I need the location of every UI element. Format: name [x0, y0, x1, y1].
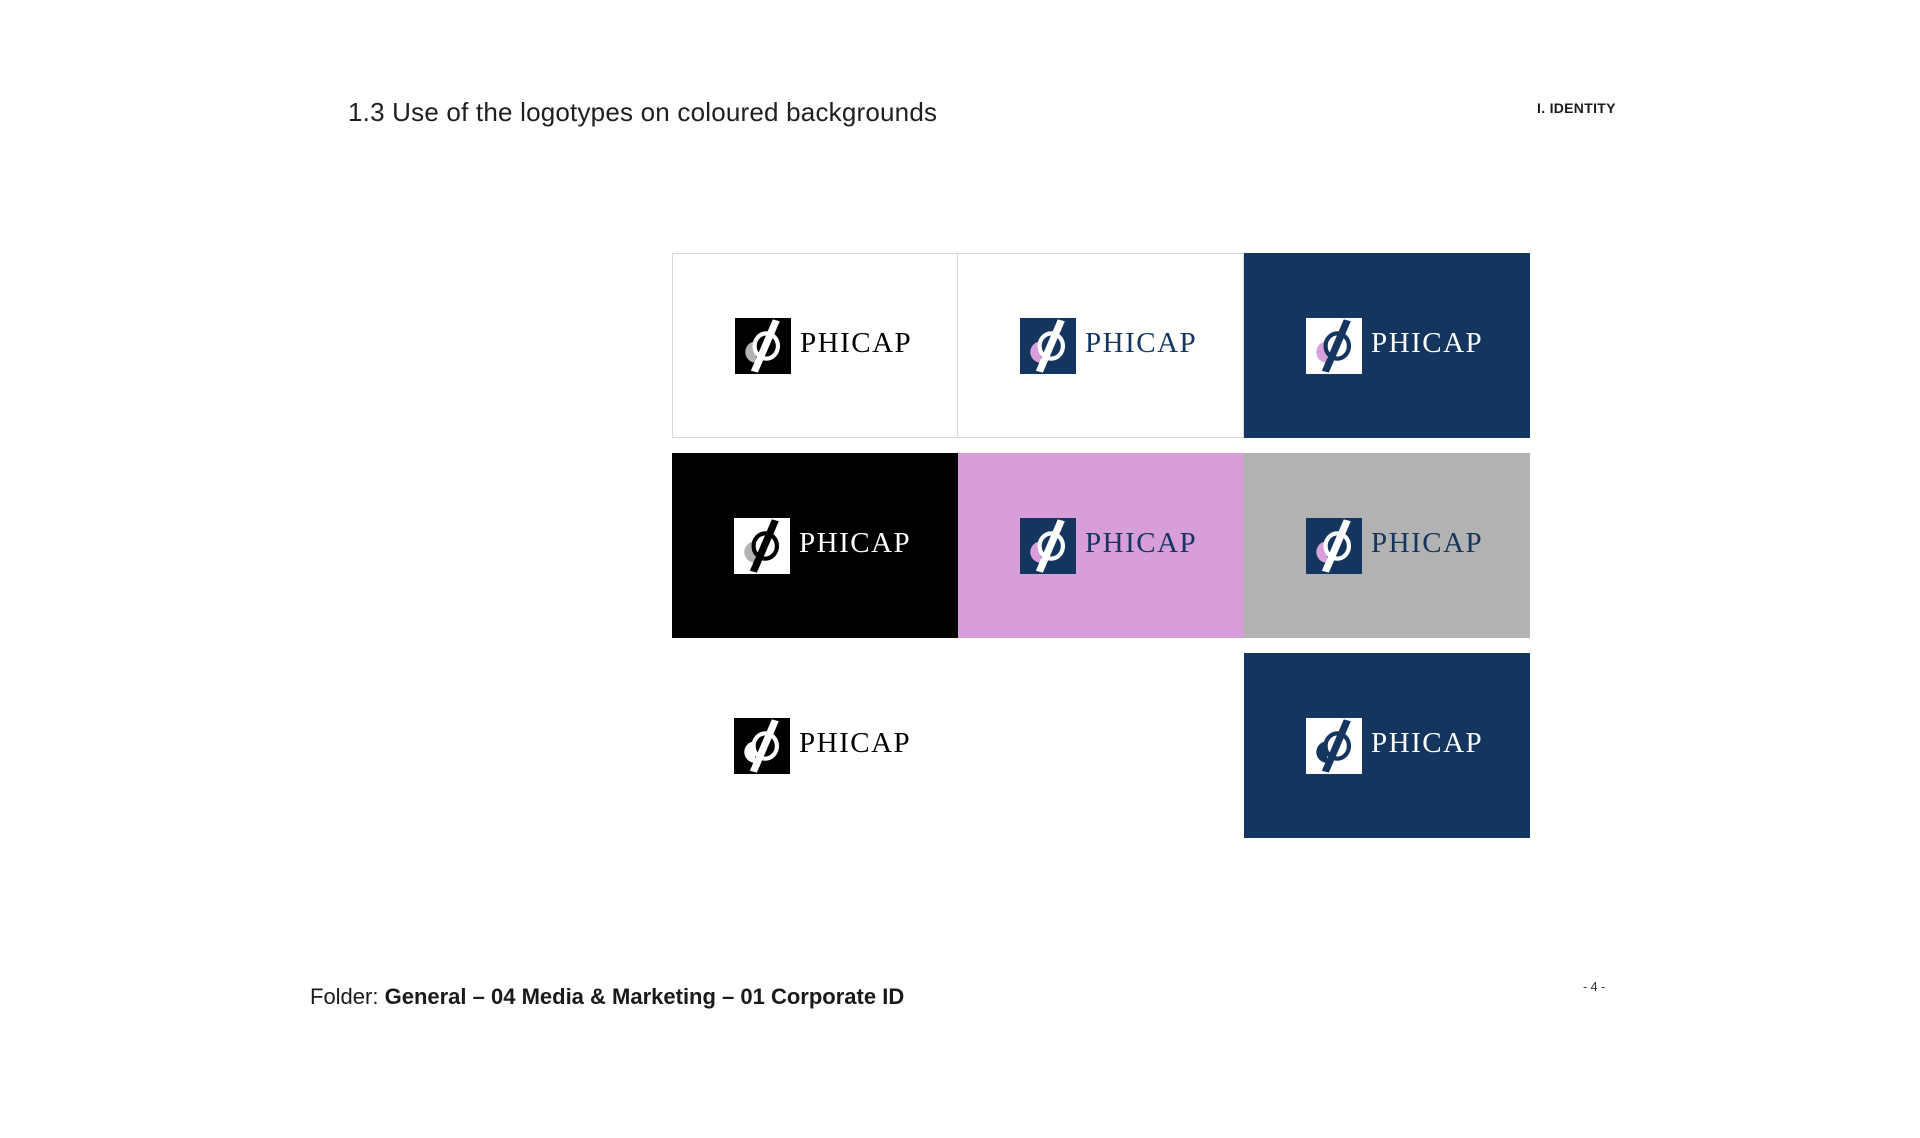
- phi-monogram-icon: [1020, 317, 1076, 374]
- logo-lockup: PHICAP: [1244, 453, 1530, 638]
- wordmark: PHICAP: [1371, 727, 1484, 759]
- logo-lockup: PHICAP: [673, 254, 957, 437]
- wordmark: PHICAP: [799, 727, 912, 759]
- phi-bowl: [752, 330, 781, 361]
- phi-stem: [749, 718, 779, 773]
- logo-swatch-monochrome-navy-reversed: PHICAP: [1244, 653, 1530, 838]
- logo-lockup: PHICAP: [1244, 653, 1530, 838]
- page-number: - 4 -: [1583, 980, 1606, 994]
- footer-folder-label: Folder:: [310, 984, 385, 1009]
- phi-bowl: [751, 530, 780, 561]
- phi-stem: [1321, 518, 1351, 573]
- phi-bowl: [1323, 530, 1352, 561]
- logo-lockup: PHICAP: [672, 653, 958, 838]
- phi-bowl: [1323, 730, 1352, 761]
- logo-swatch-navy-on-pink: PHICAP: [958, 453, 1244, 638]
- logo-lockup: PHICAP: [958, 254, 1243, 437]
- logo-lockup: PHICAP: [672, 453, 958, 638]
- phi-bowl: [751, 730, 780, 761]
- phi-stem: [750, 318, 780, 373]
- logo-lockup: PHICAP: [958, 453, 1244, 638]
- phi-stem: [1035, 318, 1065, 373]
- phi-bowl: [1323, 330, 1352, 361]
- logo-swatch-white-on-navy: PHICAP: [1244, 253, 1530, 438]
- wordmark: PHICAP: [799, 527, 912, 559]
- wordmark: PHICAP: [1371, 527, 1484, 559]
- phi-monogram-icon: [1306, 517, 1362, 574]
- logo-swatch-black-on-white: PHICAP: [672, 253, 958, 438]
- phi-stem: [1321, 718, 1351, 773]
- footer-folder: Folder: General – 04 Media & Marketing –…: [310, 984, 904, 1010]
- phi-stem: [749, 518, 779, 573]
- wordmark: PHICAP: [1371, 327, 1484, 359]
- logo-swatch-navy-on-white: PHICAP: [958, 253, 1244, 438]
- footer-folder-path: General – 04 Media & Marketing – 01 Corp…: [384, 984, 905, 1009]
- wordmark: PHICAP: [800, 327, 913, 359]
- section-label: I. IDENTITY: [1537, 100, 1616, 116]
- phi-stem: [1035, 518, 1065, 573]
- phi-bowl: [1037, 330, 1066, 361]
- wordmark: PHICAP: [1085, 327, 1198, 359]
- logo-swatch-monochrome-black: PHICAP: [672, 653, 958, 838]
- phi-monogram-icon: [1306, 717, 1362, 774]
- page-title: 1.3 Use of the logotypes on coloured bac…: [348, 97, 938, 127]
- phi-monogram-icon: [734, 517, 790, 574]
- logo-swatch-white-on-black: PHICAP: [672, 453, 958, 638]
- phi-stem: [1321, 318, 1351, 373]
- logo-swatch-navy-on-gray: PHICAP: [1244, 453, 1530, 638]
- logo-lockup: PHICAP: [1244, 253, 1530, 438]
- phi-monogram-icon: [1020, 517, 1076, 574]
- wordmark: PHICAP: [1085, 527, 1198, 559]
- phi-bowl: [1037, 530, 1066, 561]
- phi-monogram-icon: [735, 317, 791, 374]
- phi-monogram-icon: [734, 717, 790, 774]
- phi-monogram-icon: [1306, 317, 1362, 374]
